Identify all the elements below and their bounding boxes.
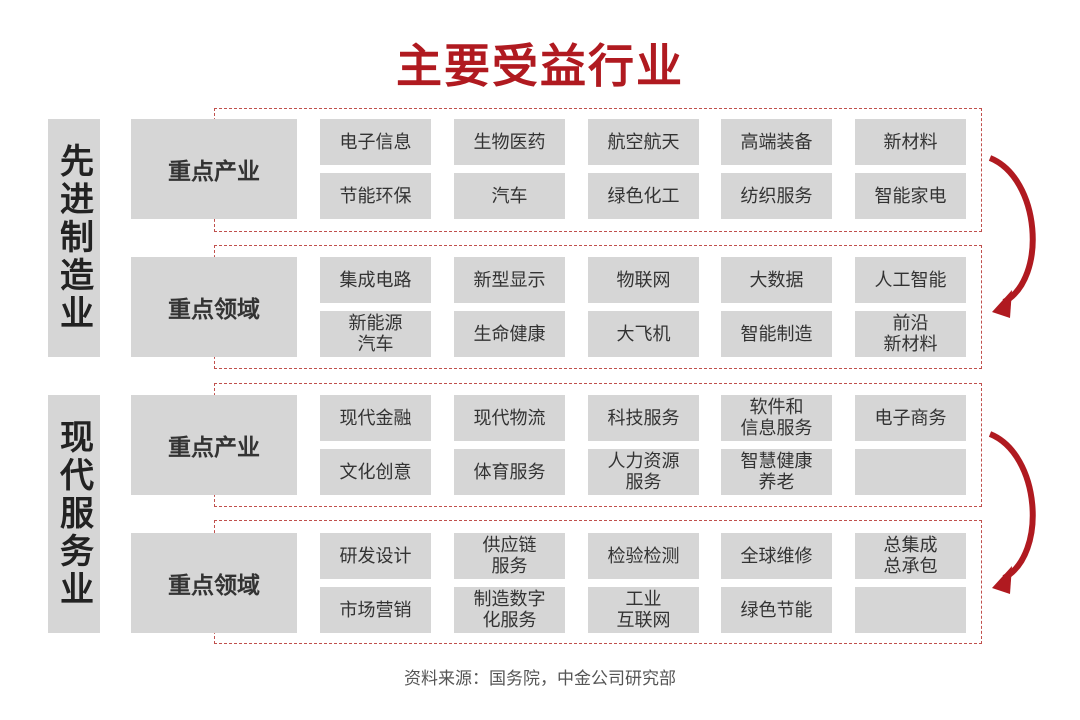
industry-cell: 研发设计 (320, 533, 431, 579)
sector-advanced-manufacturing: 先进制造业 (48, 119, 100, 357)
arrowhead-icon (992, 566, 1012, 594)
group-label: 重点产业 (131, 119, 297, 219)
industry-cell: 智能制造 (721, 311, 832, 357)
industry-cell: 体育服务 (454, 449, 565, 495)
page-title: 主要受益行业 (396, 39, 684, 93)
industry-cell: 集成电路 (320, 257, 431, 303)
industry-cell: 前沿 新材料 (855, 311, 966, 357)
sector-label: 现代服务业 (53, 419, 94, 609)
industry-cell: 纺织服务 (721, 173, 832, 219)
industry-cell: 绿色节能 (721, 587, 832, 633)
industry-cell: 物联网 (588, 257, 699, 303)
group-label: 重点领域 (131, 533, 297, 633)
industry-cell: 软件和 信息服务 (721, 395, 832, 441)
industry-cell: 全球维修 (721, 533, 832, 579)
industry-cell: 工业 互联网 (588, 587, 699, 633)
industry-cell: 生物医药 (454, 119, 565, 165)
sector-modern-services: 现代服务业 (48, 395, 100, 633)
industry-cell: 人工智能 (855, 257, 966, 303)
curved-arrow-icon (988, 155, 1036, 305)
industry-cell: 检验检测 (588, 533, 699, 579)
source-note: 资料来源：国务院，中金公司研究部 (404, 669, 676, 689)
industry-cell: 航空航天 (588, 119, 699, 165)
industry-cell: 制造数字 化服务 (454, 587, 565, 633)
industry-cell (855, 449, 966, 495)
industry-cell: 人力资源 服务 (588, 449, 699, 495)
industry-cell: 生命健康 (454, 311, 565, 357)
industry-cell: 大飞机 (588, 311, 699, 357)
industry-cell: 新材料 (855, 119, 966, 165)
industry-cell: 市场营销 (320, 587, 431, 633)
industry-cell (855, 587, 966, 633)
curved-arrow-icon (988, 431, 1036, 581)
industry-cell: 电子信息 (320, 119, 431, 165)
industry-cell: 智慧健康 养老 (721, 449, 832, 495)
group-label: 重点产业 (131, 395, 297, 495)
industry-cell: 绿色化工 (588, 173, 699, 219)
sector-label: 先进制造业 (53, 143, 94, 333)
industry-cell: 供应链 服务 (454, 533, 565, 579)
industry-cell: 总集成 总承包 (855, 533, 966, 579)
industry-cell: 现代金融 (320, 395, 431, 441)
group-label: 重点领域 (131, 257, 297, 357)
industry-cell: 汽车 (454, 173, 565, 219)
industry-cell: 高端装备 (721, 119, 832, 165)
arrowhead-icon (992, 290, 1012, 318)
industry-cell: 科技服务 (588, 395, 699, 441)
industry-cell: 大数据 (721, 257, 832, 303)
industry-cell: 节能环保 (320, 173, 431, 219)
industry-cell: 文化创意 (320, 449, 431, 495)
industry-cell: 新型显示 (454, 257, 565, 303)
industry-cell: 现代物流 (454, 395, 565, 441)
industry-cell: 新能源 汽车 (320, 311, 431, 357)
industry-cell: 智能家电 (855, 173, 966, 219)
industry-cell: 电子商务 (855, 395, 966, 441)
